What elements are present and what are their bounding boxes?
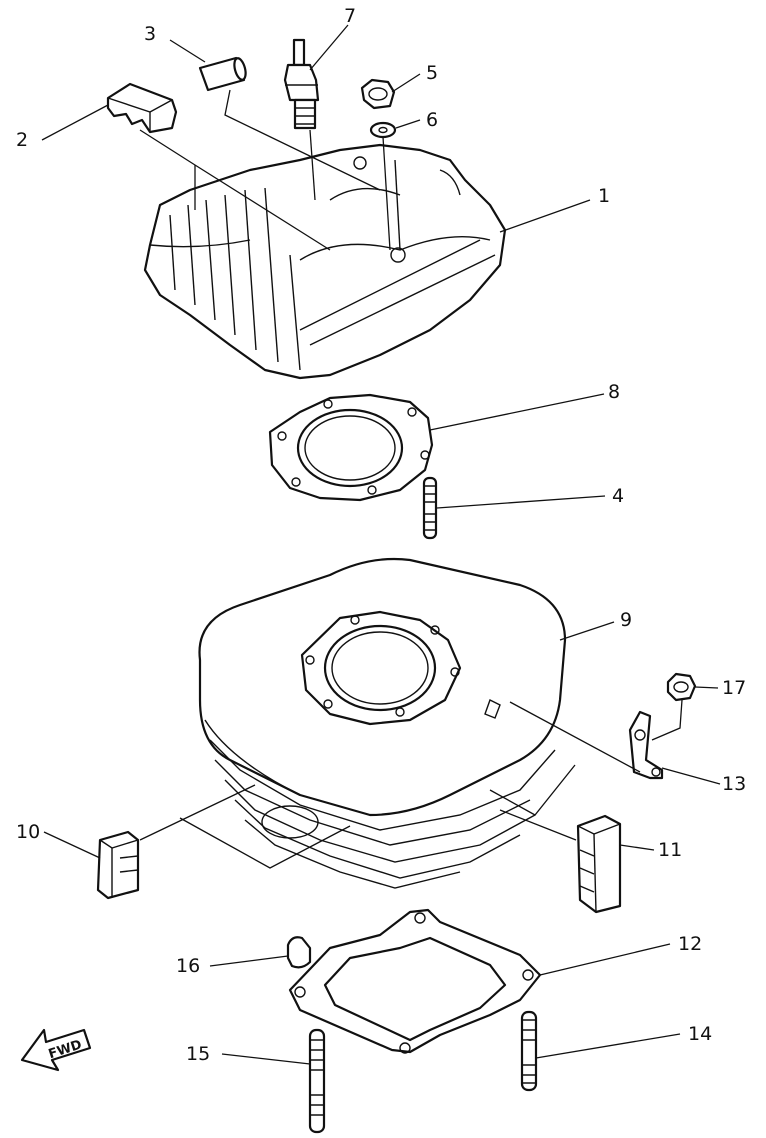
nut-upper xyxy=(360,78,396,110)
callout-8: 8 xyxy=(608,381,620,403)
callout-14: 14 xyxy=(688,1023,712,1045)
cap xyxy=(198,56,247,92)
nut-bracket xyxy=(666,672,697,702)
stud-upper xyxy=(422,476,438,540)
leader-lines xyxy=(41,24,721,1065)
callout-7: 7 xyxy=(344,5,356,27)
callout-6: 6 xyxy=(426,109,438,131)
callout-10: 10 xyxy=(16,821,40,843)
callout-13: 13 xyxy=(722,773,746,795)
callout-16: 16 xyxy=(176,955,200,977)
cylinder xyxy=(198,557,567,889)
bracket xyxy=(628,710,664,780)
damper-right xyxy=(576,814,622,914)
callout-12: 12 xyxy=(678,933,702,955)
damper-left xyxy=(96,830,140,900)
callout-3: 3 xyxy=(144,23,156,45)
callout-2: 2 xyxy=(16,129,28,151)
callout-15: 15 xyxy=(186,1043,210,1065)
callout-11: 11 xyxy=(658,839,682,861)
callout-numbers: 1 2 3 4 5 6 7 8 9 10 11 12 13 14 15 16 1… xyxy=(16,5,746,1065)
base-gasket xyxy=(288,908,542,1054)
damper-upper xyxy=(106,82,178,134)
callout-9: 9 xyxy=(620,609,632,631)
head-gasket xyxy=(268,393,434,502)
stud-right xyxy=(520,1010,538,1092)
plug xyxy=(286,936,312,969)
washer xyxy=(369,121,397,139)
callout-1: 1 xyxy=(598,185,610,207)
callout-5: 5 xyxy=(426,62,438,84)
stud-left xyxy=(308,1028,326,1134)
callout-4: 4 xyxy=(612,485,624,507)
fwd-arrow-icon: FWD xyxy=(20,1028,92,1072)
cylinder-head xyxy=(143,143,507,380)
callout-17: 17 xyxy=(722,677,746,699)
spark-plug xyxy=(283,38,320,130)
